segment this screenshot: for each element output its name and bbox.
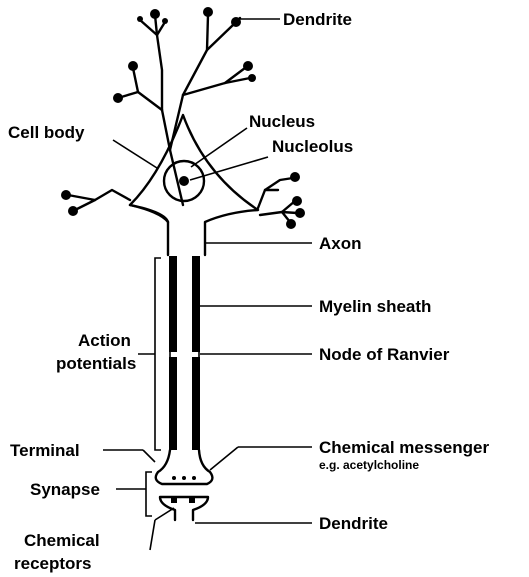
- myelin-sheath-right-upper: [192, 256, 200, 352]
- myelin-sheath-left-lower: [169, 357, 177, 450]
- label-cell-body: Cell body: [8, 123, 85, 142]
- cell-body-outline: [130, 115, 258, 255]
- action-potentials-bracket: [155, 258, 161, 450]
- vesicle: [192, 476, 196, 480]
- label-chemical-messenger-example: e.g. acetylcholine: [319, 458, 419, 472]
- label-axon: Axon: [319, 234, 362, 253]
- label-nucleus: Nucleus: [249, 112, 315, 131]
- label-action-potentials-2: potentials: [56, 354, 136, 373]
- postsynaptic-dendrite: [160, 497, 208, 520]
- label-chemical-receptors-1: Chemical: [24, 531, 100, 550]
- label-synapse: Synapse: [30, 480, 100, 499]
- label-myelin-sheath: Myelin sheath: [319, 297, 431, 316]
- vesicle: [172, 476, 176, 480]
- label-chemical-receptors-2: receptors: [14, 554, 91, 573]
- label-dendrite-top: Dendrite: [283, 10, 352, 29]
- label-nucleolus: Nucleolus: [272, 137, 353, 156]
- label-node-of-ranvier: Node of Ranvier: [319, 345, 450, 364]
- myelin-sheath-right-lower: [192, 357, 200, 450]
- cell-body-bottom: [130, 205, 168, 222]
- label-terminal: Terminal: [10, 441, 80, 460]
- chemical-receptor: [171, 497, 177, 503]
- synapse-bracket: [146, 472, 152, 516]
- nucleolus: [179, 176, 189, 186]
- myelin-sheath-left-upper: [169, 256, 177, 352]
- vesicle: [182, 476, 186, 480]
- label-dendrite-bottom: Dendrite: [319, 514, 388, 533]
- chemical-receptor: [189, 497, 195, 503]
- label-action-potentials-1: Action: [78, 331, 131, 350]
- axon: [169, 256, 200, 450]
- label-chemical-messenger: Chemical messenger: [319, 438, 489, 457]
